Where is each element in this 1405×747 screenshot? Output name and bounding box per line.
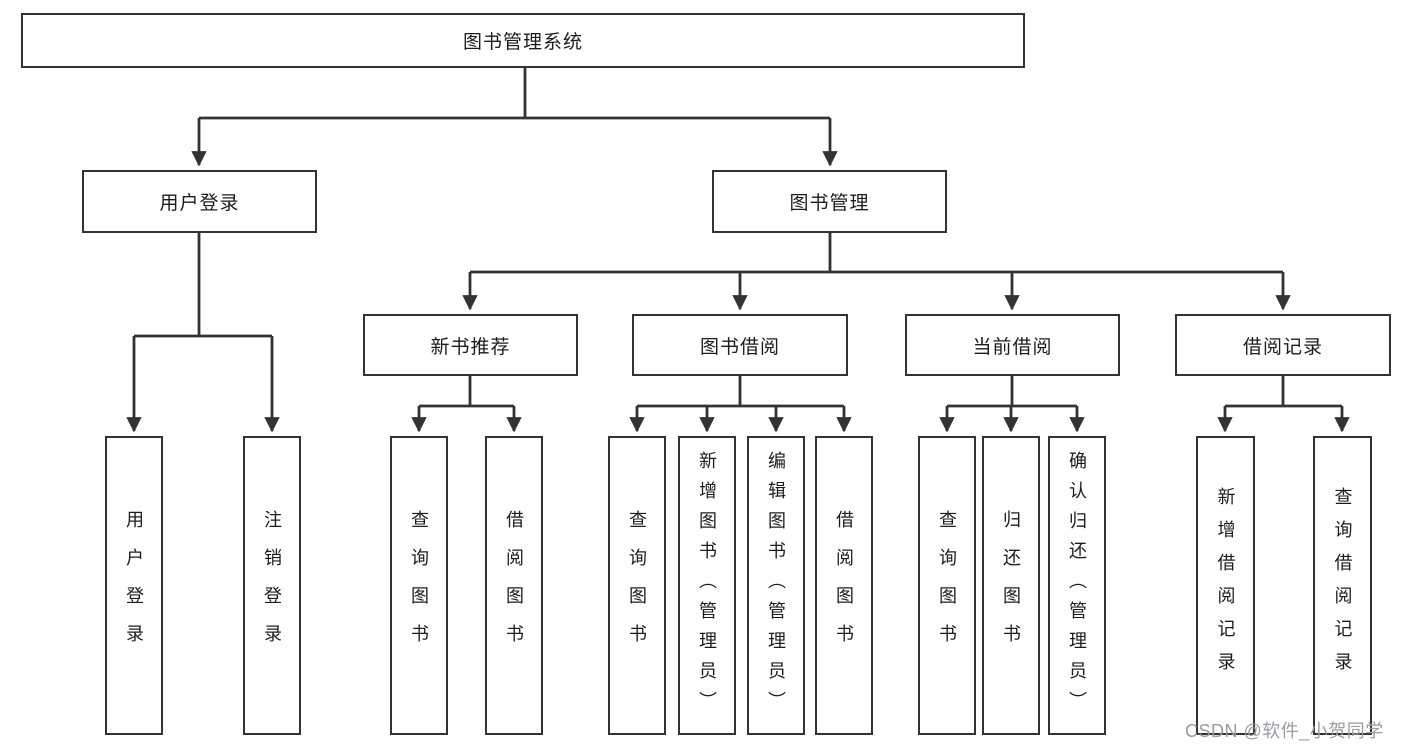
node-current-borrow-label: 当前借阅 [972,336,1053,358]
leaf-borrow-book-label: 借阅图书 [834,509,854,662]
leaf-borrow-query: 查询图书 [608,436,666,735]
leaf-record-query: 查询借阅记录 [1313,436,1372,735]
leaf-current-return: 归还图书 [982,436,1040,735]
leaf-newbook-borrow: 借阅图书 [485,436,543,735]
node-book-borrow-label: 图书借阅 [699,336,780,358]
leaf-logout: 注销登录 [243,436,301,735]
leaf-borrow-add-admin: 新增图书（管理员） [678,436,736,735]
node-book-management: 图书管理 [712,170,947,233]
leaf-borrow-edit-admin: 编辑图书（管理员） [747,436,805,735]
leaf-newbook-borrow-label: 借阅图书 [504,509,524,662]
csdn-watermark: CSDN @软件_小贺同学 [1185,721,1384,741]
node-new-book-recommend: 新书推荐 [363,314,578,376]
leaf-record-add-label: 新增借阅记录 [1215,486,1236,685]
node-root-system: 图书管理系统 [21,13,1025,68]
leaf-borrow-book: 借阅图书 [815,436,873,735]
leaf-current-return-label: 归还图书 [1001,509,1021,662]
leaf-logout-label: 注销登录 [262,509,282,662]
leaf-record-add: 新增借阅记录 [1196,436,1255,735]
leaf-user-login: 用户登录 [105,436,163,735]
node-user-login: 用户登录 [82,170,317,233]
node-borrow-record: 借阅记录 [1175,314,1391,376]
leaf-user-login-label: 用户登录 [124,509,144,662]
node-root-label: 图书管理系统 [462,32,583,53]
node-current-borrow: 当前借阅 [905,314,1120,376]
leaf-newbook-query: 查询图书 [390,436,448,735]
leaf-current-confirm-admin-label: 确认归还（管理员） [1067,450,1087,721]
leaf-borrow-edit-admin-label: 编辑图书（管理员） [766,450,786,721]
leaf-record-query-label: 查询借阅记录 [1332,486,1353,685]
node-new-book-recommend-label: 新书推荐 [430,336,511,358]
leaf-current-query-label: 查询图书 [937,509,957,662]
node-borrow-record-label: 借阅记录 [1242,336,1323,358]
leaf-borrow-query-label: 查询图书 [627,509,647,662]
node-book-borrow: 图书借阅 [632,314,848,376]
node-user-login-label: 用户登录 [159,193,240,214]
leaf-current-confirm-admin: 确认归还（管理员） [1048,436,1106,735]
leaf-borrow-add-admin-label: 新增图书（管理员） [697,450,717,721]
leaf-newbook-query-label: 查询图书 [409,509,429,662]
leaf-current-query: 查询图书 [918,436,976,735]
node-book-management-label: 图书管理 [789,193,870,214]
